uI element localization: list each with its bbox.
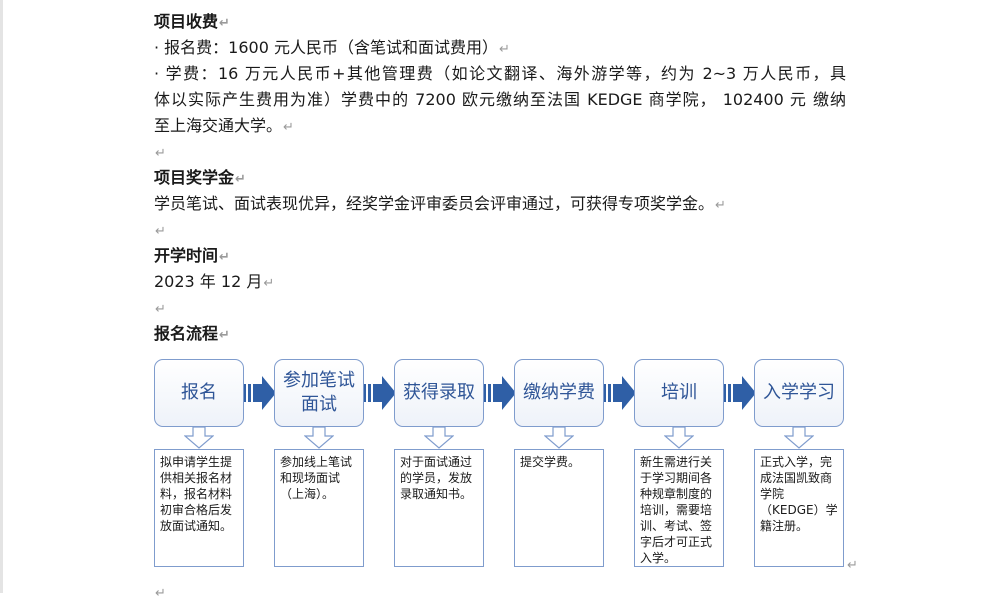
paragraph-mark-icon: ↵	[155, 302, 166, 317]
paragraph-mark-icon: ↵	[219, 328, 230, 343]
paragraph-mark-icon: ↵	[235, 172, 246, 187]
right-arrow-icon	[484, 376, 516, 410]
step-title: 报名	[181, 382, 217, 403]
empty-paragraph: ↵	[154, 220, 166, 242]
paragraph-mark-icon: ↵	[715, 198, 726, 213]
down-arrow-icon	[544, 427, 574, 449]
step-description-pay-tuition: 提交学费。	[514, 449, 604, 567]
right-arrow-icon	[244, 376, 276, 410]
start-time-heading: 开学时间↵	[154, 246, 230, 265]
step-box-enrollment: 入学学习	[754, 359, 844, 427]
tuition-text-line-1: · 学费：16 万元人民币+其他管理费（如论文翻译、海外游学等，约为 2~3 万…	[154, 64, 846, 83]
step-title: 培训	[661, 382, 697, 403]
down-arrow-icon	[664, 427, 694, 449]
step-title: 获得录取	[403, 382, 475, 403]
down-arrow-icon	[304, 427, 334, 449]
empty-paragraph: ↵	[154, 298, 166, 320]
fees-heading: 项目收费↵	[154, 12, 230, 31]
empty-paragraph: ↵	[154, 142, 166, 164]
paragraph-mark-icon: ↵	[283, 120, 294, 135]
tuition-text-line-3: 至上海交通大学。↵	[154, 116, 294, 135]
down-arrow-icon	[184, 427, 214, 449]
scholarship-text: 学员笔试、面试表现优异，经奖学金评审委员会评审通过，可获得专项奖学金。↵	[154, 194, 726, 213]
paragraph-mark-icon: ↵	[263, 276, 275, 291]
application-process-flowchart: 报名 拟申请学生提供相关报名材料，报名材料初审合格后发放面试通知。 参加笔试面试…	[154, 359, 854, 571]
registration-fee-text: · 报名费：1600 元人民币（含笔试和面试费用）↵	[154, 38, 510, 57]
start-time-text: 2023 年 12 月↵	[154, 272, 275, 291]
step-description-admission: 对于面试通过的学员，发放录取通知书。	[394, 449, 484, 567]
empty-paragraph: ↵	[154, 582, 166, 604]
scholarship-heading: 项目奖学金↵	[154, 168, 246, 187]
step-box-admission: 获得录取	[394, 359, 484, 427]
tuition-text-line-2: 体以实际产生费用为准）学费中的 7200 欧元缴纳至法国 KEDGE 商学院， …	[154, 90, 846, 109]
paragraph-mark-icon: ↵	[155, 224, 166, 239]
step-box-register: 报名	[154, 359, 244, 427]
step-box-training: 培训	[634, 359, 724, 427]
step-description-register: 拟申请学生提供相关报名材料，报名材料初审合格后发放面试通知。	[154, 449, 244, 567]
paragraph-mark-icon: ↵	[498, 42, 510, 57]
process-heading: 报名流程↵	[154, 324, 230, 343]
right-arrow-icon	[364, 376, 396, 410]
step-description-written-interview: 参加线上笔试和现场面试（上海）。	[274, 449, 364, 567]
step-title: 参加笔试面试	[283, 370, 355, 415]
paragraph-mark-icon: ↵	[219, 250, 230, 265]
down-arrow-icon	[424, 427, 454, 449]
right-arrow-icon	[604, 376, 636, 410]
step-box-written-interview: 参加笔试面试	[274, 359, 364, 427]
paragraph-mark-icon: ↵	[219, 16, 230, 31]
paragraph-mark-icon: ↵	[155, 146, 166, 161]
step-title: 缴纳学费	[523, 382, 595, 403]
page-left-edge	[0, 0, 3, 593]
paragraph-mark-icon: ↵	[847, 558, 858, 573]
right-arrow-icon	[724, 376, 756, 410]
paragraph-mark-icon: ↵	[155, 586, 166, 601]
step-box-pay-tuition: 缴纳学费	[514, 359, 604, 427]
down-arrow-icon	[784, 427, 814, 449]
flow-end-paragraph-mark: ↵	[846, 554, 858, 576]
step-description-training: 新生需进行关于学习期间各种规章制度的培训，需要培训、考试、签字后才可正式入学。	[634, 449, 724, 567]
step-description-enrollment: 正式入学，完成法国凯致商学院（KEDGE）学籍注册。	[754, 449, 844, 567]
step-title: 入学学习	[763, 382, 835, 403]
